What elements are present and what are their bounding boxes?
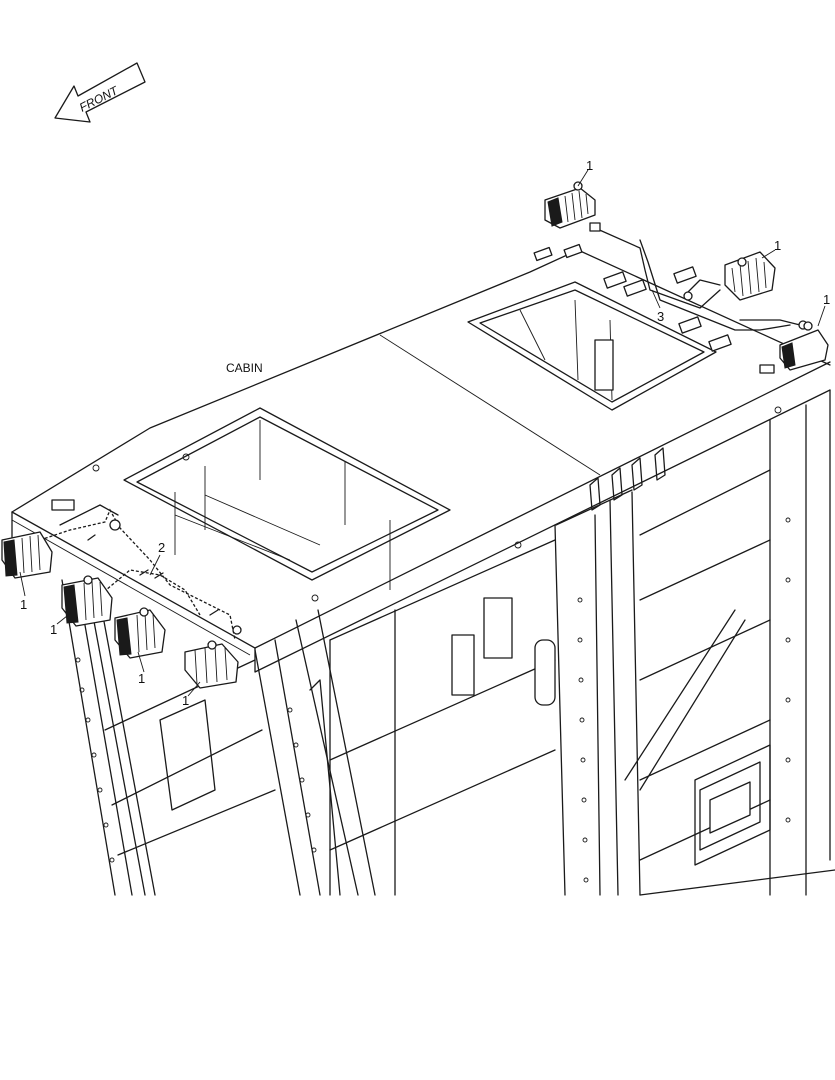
cabin-label: CABIN — [226, 361, 263, 375]
callout-1: 1 — [182, 693, 189, 708]
front-arrow: FRONT — [54, 62, 146, 123]
callout-1: 1 — [823, 292, 830, 307]
callout-2: 2 — [158, 540, 165, 555]
callout-1: 1 — [586, 158, 593, 173]
leader-lines — [19, 169, 826, 697]
work-lamp-rear-3 — [779, 321, 829, 371]
callout-3: 3 — [657, 309, 664, 324]
work-lamp-front-2 — [61, 575, 113, 627]
work-lamp-rear-1 — [544, 181, 596, 229]
rivets — [75, 406, 791, 883]
callout-1: 1 — [138, 671, 145, 686]
callout-1: 1 — [20, 597, 27, 612]
front-wiring-harness — [39, 504, 242, 641]
work-lamp-front-3 — [114, 607, 166, 659]
cabin-frame — [61, 389, 835, 896]
front-label: FRONT — [77, 83, 122, 115]
work-lamp-rear-2 — [724, 251, 776, 301]
cabin-roof — [11, 243, 831, 673]
callout-1: 1 — [50, 622, 57, 637]
work-lamp-front-4 — [184, 640, 239, 689]
callout-1: 1 — [774, 238, 781, 253]
work-lamp-front-1 — [1, 531, 53, 579]
